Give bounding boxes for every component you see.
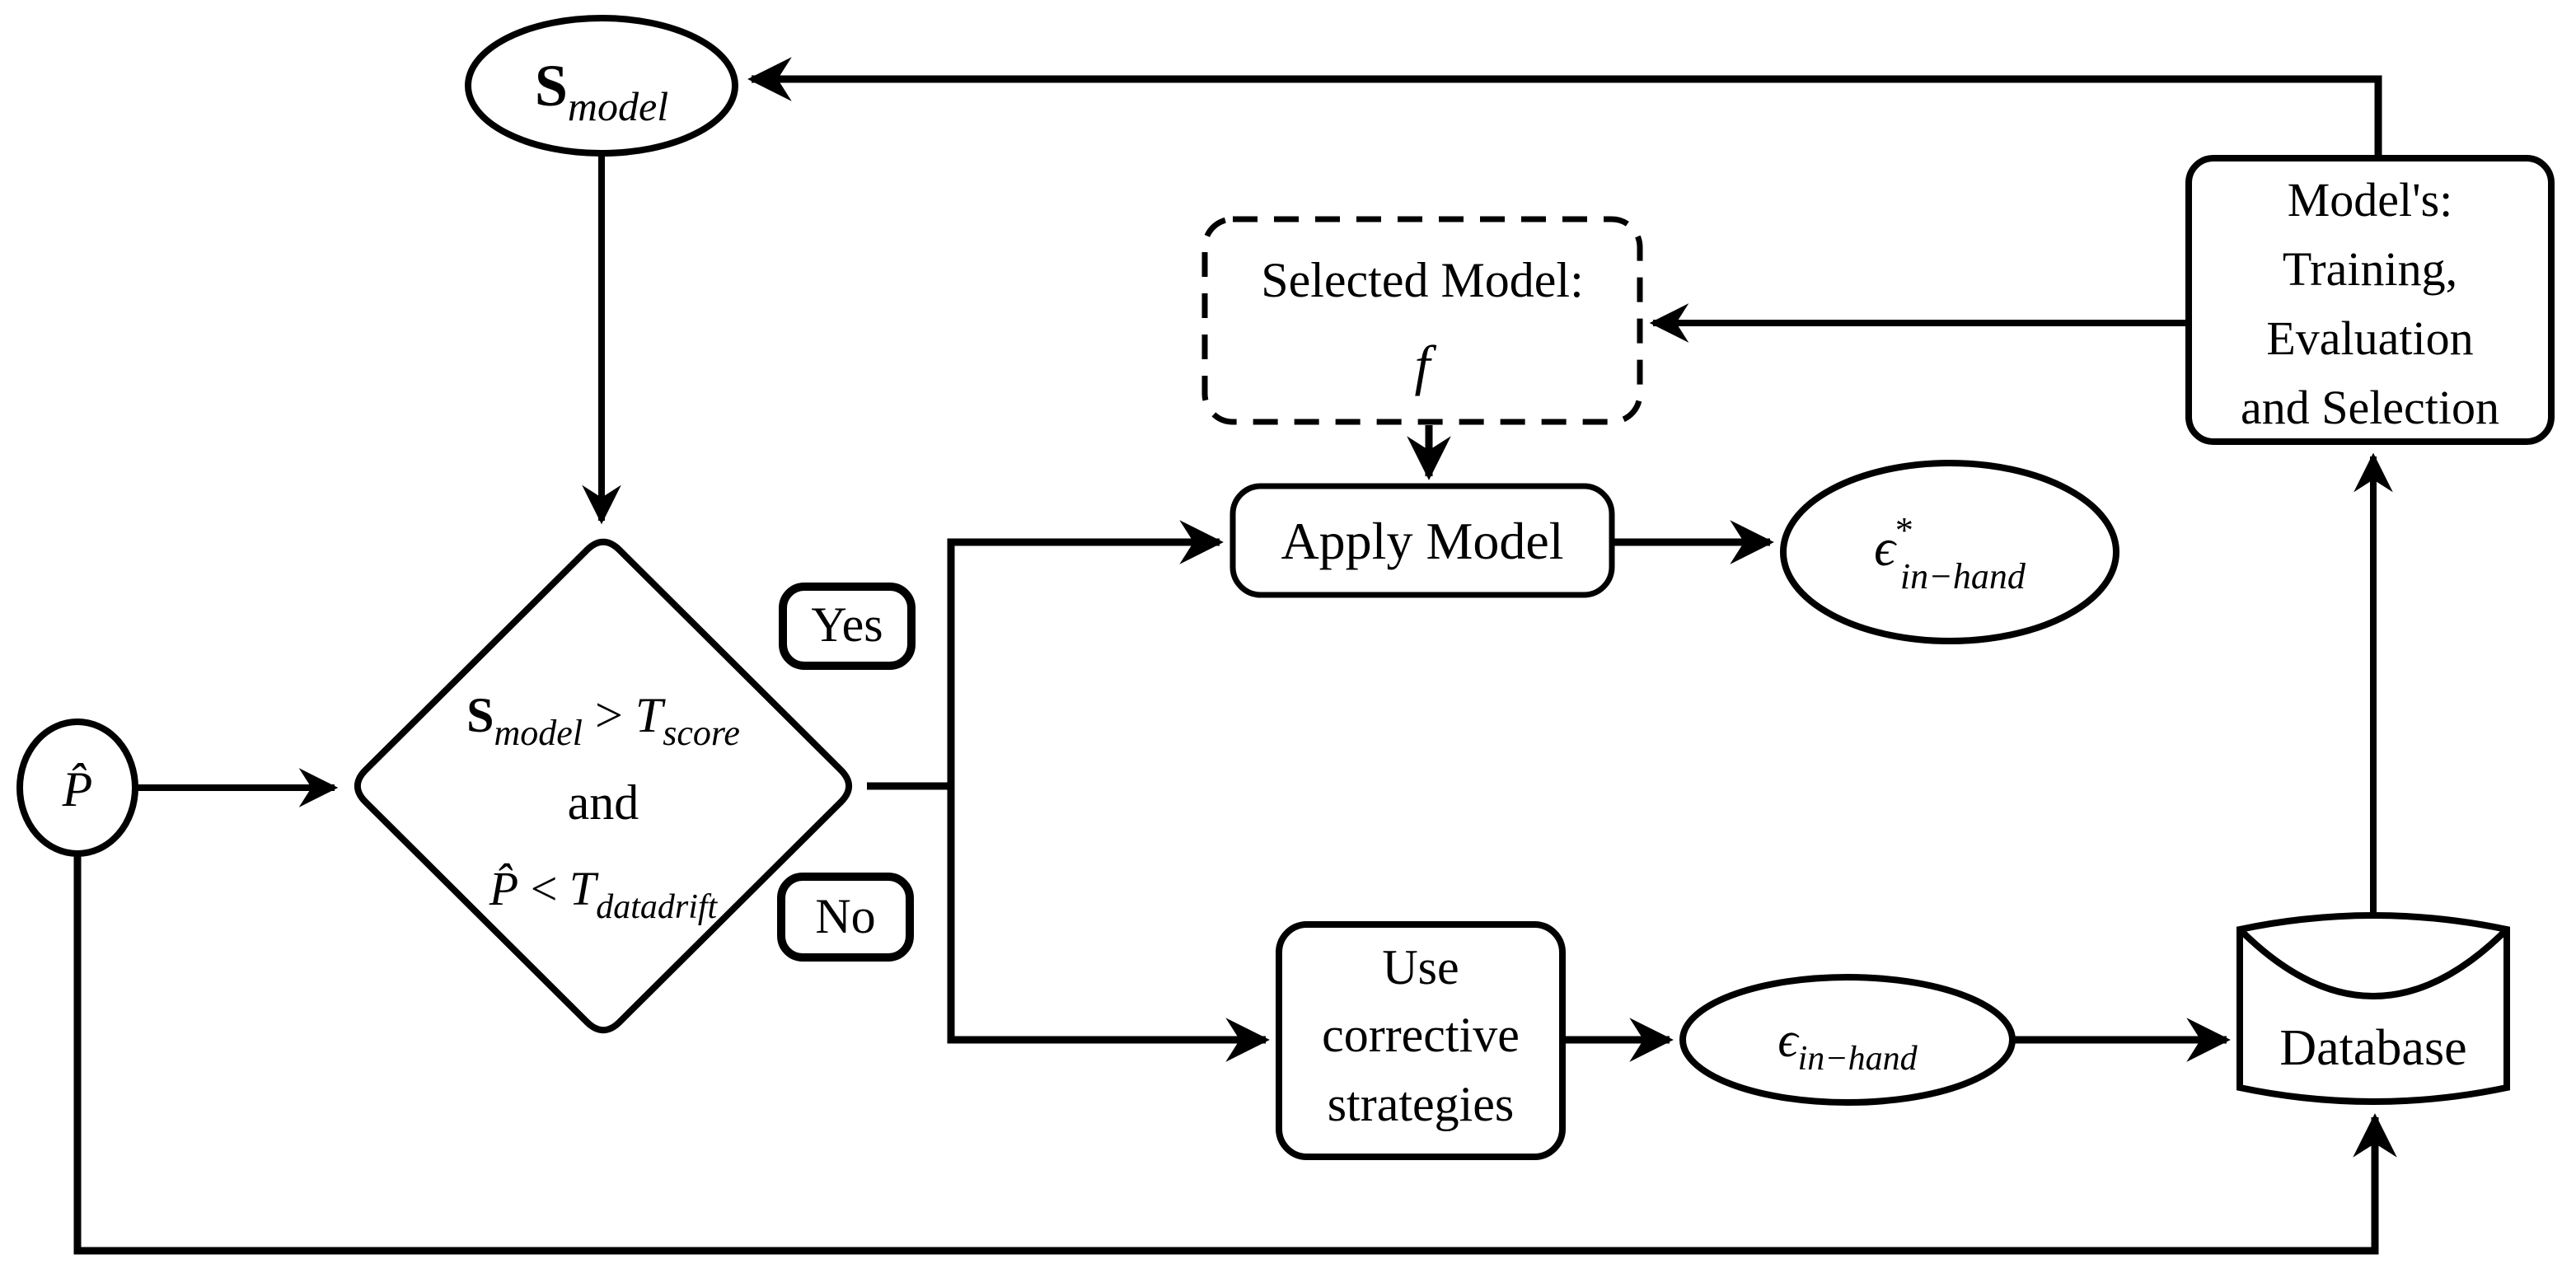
epsilon-star-base: ϵ (1874, 518, 1897, 577)
epsilon-label: ϵin−hand (1777, 1013, 1918, 1078)
models-box-line4: and Selection (2241, 381, 2499, 434)
arrow-models-top-to-smodel (747, 57, 2382, 160)
epsilon-star-sub: in−hand (1900, 556, 2026, 597)
decision-line3: P̂ < Tdatadrift (489, 862, 719, 926)
decision-line3-op: < (518, 862, 569, 915)
s-model-ellipse (465, 15, 738, 157)
p-hat-ellipse (16, 718, 138, 857)
epsilon-star-sup: * (1895, 510, 1913, 550)
arrow-phat-loop-to-database (73, 854, 2397, 1255)
apply-model-label: Apply Model (1281, 512, 1563, 570)
decision-line1: Smodel > Tscore (466, 688, 740, 753)
epsilon-sub: in−hand (1798, 1040, 1918, 1078)
decision-line3-p: P̂ (489, 862, 518, 915)
yes-badge-label: Yes (811, 597, 883, 652)
use-corrective-line2: corrective (1322, 1008, 1520, 1062)
node-use-corrective: Use corrective strategies (1276, 921, 1566, 1160)
models-box-line3: Evaluation (2266, 311, 2473, 365)
node-yes-badge: Yes (779, 583, 916, 670)
node-selected-model: Selected Model: f (1201, 216, 1643, 425)
epsilon-ellipse (1679, 974, 2016, 1106)
decision-line1-op: > (583, 688, 635, 742)
use-corrective-line3: strategies (1328, 1077, 1515, 1131)
epsilon-star-ellipse (1780, 460, 2119, 644)
decision-line3-t-sub: datadrift (596, 888, 718, 926)
selected-model-box (1201, 216, 1643, 425)
decision-line1-t-sub: score (663, 713, 740, 753)
epsilon-star-label: ϵ* in−hand (1874, 510, 2026, 597)
node-epsilon: ϵin−hand (1679, 974, 2016, 1106)
no-badge-box (777, 873, 914, 962)
node-apply-model: Apply Model (1229, 483, 1615, 598)
decision-line3-t: T (569, 862, 599, 915)
models-box-line1: Model's: (2288, 173, 2453, 227)
node-decision: Smodel > Tscore and P̂ < Tdatadrift (354, 538, 853, 1034)
decision-line1-t: T (635, 688, 666, 742)
decision-line1-s: S (466, 688, 494, 742)
database-cylinder-rim (2237, 927, 2509, 999)
decision-line1-s-sub: model (494, 713, 583, 753)
node-s-model: Smodel (465, 15, 738, 157)
s-model-base: S (535, 53, 568, 119)
node-epsilon-star: ϵ* in−hand (1780, 460, 2119, 644)
epsilon-base: ϵ (1777, 1013, 1800, 1067)
no-badge-label: No (815, 889, 875, 943)
p-hat-label: P̂ (62, 762, 93, 817)
node-p-hat: P̂ (16, 718, 138, 857)
edge-branch-yes-no (947, 520, 1270, 1062)
s-model-sub: model (568, 83, 668, 129)
selected-model-title: Selected Model: (1261, 253, 1584, 307)
use-corrective-box (1276, 921, 1566, 1160)
use-corrective-line1: Use (1382, 940, 1459, 995)
node-no-badge: No (777, 873, 914, 962)
node-database: Database (2236, 912, 2510, 1105)
s-model-label: Smodel (535, 53, 668, 129)
connectors (73, 57, 2397, 1255)
node-models-box: Model's: Training, Evaluation and Select… (2185, 155, 2555, 445)
database-label: Database (2279, 1020, 2466, 1076)
models-box-rect (2185, 155, 2555, 445)
apply-model-box (1229, 483, 1615, 598)
yes-badge-box (779, 583, 916, 670)
decision-diamond (354, 538, 853, 1034)
models-box-line2: Training, (2283, 242, 2457, 296)
decision-line2: and (568, 775, 639, 830)
